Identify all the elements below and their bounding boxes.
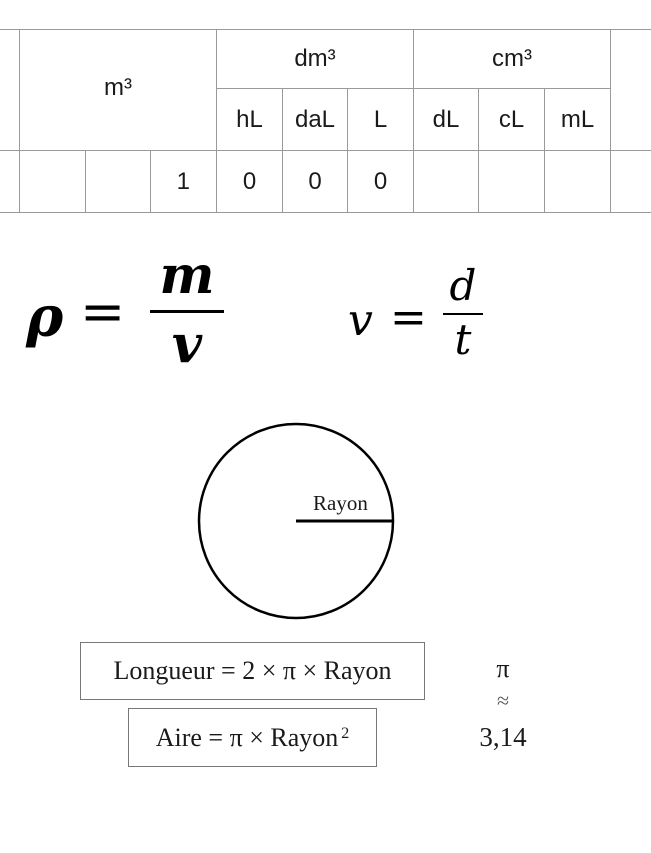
distance-over-time-fraction: d t [443,265,483,361]
radius-label: Rayon [313,491,368,515]
value-cell: 1 [176,167,190,195]
value-cell: 0 [308,167,322,195]
denominator-t: t [454,315,472,364]
table-top-border [0,29,651,30]
volume-conversion-table: m³ dm³ cm³ hL daL L dL cL mL 1 0 0 0 [0,29,651,214]
speed-symbol: v [348,295,373,346]
numerator-d: d [449,261,477,310]
value-cell [86,151,150,212]
approx-symbol: ≈ [496,688,510,713]
value-cell [479,151,544,212]
pi-symbol: π [496,654,510,683]
pi-value: 3,14 [479,722,527,752]
numerator-m: m [159,245,215,306]
table-group-divider [216,29,217,213]
table-col-divider [85,151,86,213]
rho-symbol: ρ [26,284,64,350]
mass-over-volume-fraction: m v [150,250,224,371]
equals-sign: = [80,280,126,343]
table-col-divider [544,89,545,213]
subheader-L: L [373,105,388,133]
table-group-divider [413,29,414,213]
circumference-formula: Longueur = 2 × π × Rayon [113,656,392,685]
value-cell [414,151,478,212]
table-bottom-border [0,212,651,213]
table-col-divider [347,89,348,213]
table-left-border [19,29,20,213]
subheader-hL: hL [236,105,263,133]
table-col-divider [478,89,479,213]
area-formula: Aire = π × Rayon [155,722,339,752]
header-dm3: dm³ [294,44,336,72]
equals-sign: = [390,292,427,343]
value-cell: 0 [373,167,388,195]
subheader-cL: cL [498,105,525,133]
fraction-bar [150,310,224,313]
table-header-bottom-border [0,150,651,151]
subheader-dL: dL [432,105,460,133]
value-cell [545,151,610,212]
table-col-divider [150,151,151,213]
table-right-divider [610,29,611,213]
value-cell: 0 [242,167,257,195]
circumference-formula-box: Longueur = 2 × π × Rayon [80,642,425,700]
table-col-divider [282,89,283,213]
circle-diagram [197,422,395,620]
fraction-bar [443,313,483,315]
area-exponent: 2 [341,724,350,742]
subheader-mL: mL [560,105,595,133]
denominator-v: v [171,314,203,375]
header-m3: m³ [104,73,132,101]
header-cm3: cm³ [492,44,532,72]
value-cell [20,151,85,212]
subheader-daL: daL [294,105,336,133]
